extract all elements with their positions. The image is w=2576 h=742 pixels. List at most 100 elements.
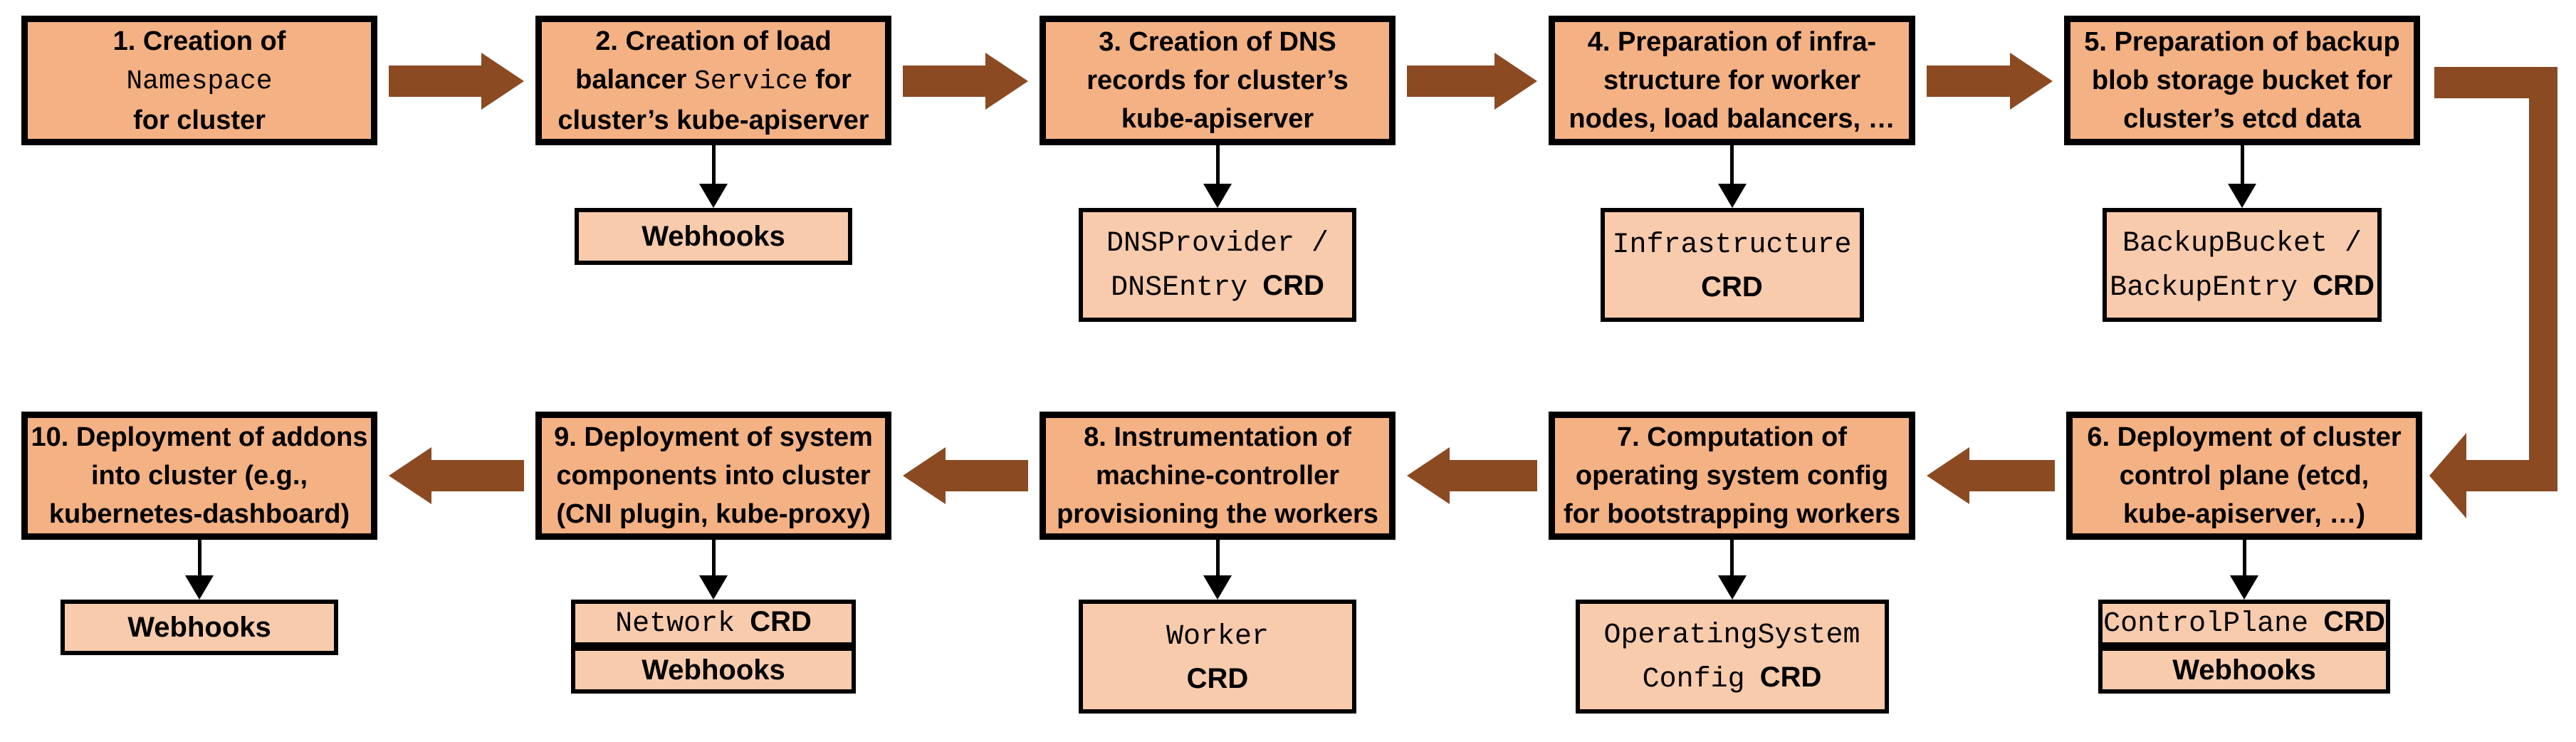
step-7-crd-text: CRD [1752,662,1822,693]
step-1-title-text: Namespace [126,66,273,97]
step-3-title-text: kube-apiserver [1121,104,1314,134]
step-1-title-line: for cluster [133,101,266,140]
step-5-crd-text: BackupEntry [2110,272,2298,304]
step-6-title-line: kube-apiserver, …) [2123,495,2365,533]
step-6-webhooks-text: Webhooks [2172,654,2316,686]
step-10-webhooks-line: Webhooks [127,607,271,648]
step-9-title-line: 9. Deployment of system [554,418,873,456]
step-4-box: 4. Preparation of infra-structure for wo… [1549,16,1915,145]
step-9-crd-text: Network [615,608,735,640]
step-9-webhooks-box: Webhooks [571,647,856,694]
step-3-crd-text: DNSEntry [1111,272,1248,304]
down-connector-line [1215,540,1220,578]
flow-arrow-left-4-head-icon [389,447,431,504]
step-2-title-line: cluster’s kube-apiserver [557,101,869,140]
step-2-title-text: cluster’s kube-apiserver [557,105,869,135]
step-8-crd-text: CRD [1186,663,1249,694]
step-9-webhooks-text: Webhooks [642,654,785,686]
step-7-crd-text: Config [1642,664,1745,696]
step-3-title-text: 3. Creation of DNS [1099,27,1336,57]
step-7-crd-line: Config CRD [1643,657,1822,701]
step-8-title-text: provisioning the workers [1057,499,1378,529]
step-3-title-line: 3. Creation of DNS [1099,23,1336,61]
step-2-title-text: balancer [575,64,694,95]
step-2-title-text: for [807,64,852,95]
down-connector-line [711,145,716,187]
step-6-crd-line: ControlPlane CRD [2103,601,2385,645]
step-4-crd-line: CRD [1701,266,1763,308]
flow-arrow-right-4-shaft [1927,66,2011,97]
step-6-webhooks-line: Webhooks [2172,649,2316,691]
step-3-crd-line: DNSProvider / [1106,221,1329,265]
step-8-title-line: provisioning the workers [1057,495,1378,533]
step-4-title-line: structure for worker [1603,61,1860,100]
step-9-crd-box: Network CRD [571,600,856,647]
flow-arrow-left-2-shaft [1448,460,1537,491]
step-10-title-line: 10. Deployment of addons [31,418,368,456]
step-8-title-line: 8. Instrumentation of [1084,418,1351,456]
step-8-title-line: machine-controller [1096,456,1339,495]
elbow-arrow-bottom-segment [2464,460,2557,491]
flow-arrow-right-3-shaft [1407,66,1496,97]
step-10-title-text: 10. Deployment of addons [31,422,368,452]
down-connector-line [1215,145,1220,187]
flow-arrow-left-3-head-icon [903,447,946,504]
step-10-title-line: into cluster (e.g., [91,456,308,495]
step-5-title-line: cluster’s etcd data [2123,100,2361,138]
step-9-title-text: (CNI plugin, kube-proxy) [556,499,871,529]
step-3-title-line: records for cluster’s [1087,61,1348,100]
step-10-box: 10. Deployment of addons into cluster (e.… [21,412,377,540]
step-4-crd-text: CRD [1701,271,1763,303]
step-2-title-line: 2. Creation of load [595,22,831,61]
step-5-title-text: blob storage bucket for [2091,66,2393,95]
step-5-title-line: blob storage bucket for [2092,61,2392,100]
down-arrowhead-icon [185,575,214,600]
step-5-crd-text: BackupBucket / [2122,228,2362,260]
step-5-box: 5. Preparation of backup blob storage buc… [2064,16,2420,145]
step-3-title-text: records for cluster’s [1087,66,1349,95]
step-7-crd-line: OperatingSystem [1603,612,1860,657]
flow-arrow-left-4-shaft [430,460,524,491]
step-10-webhooks-box: Webhooks [61,600,338,655]
step-5-crd-text: CRD [2305,270,2375,301]
step-6-crd-text: CRD [2315,606,2385,637]
step-6-title-text: 6. Deployment of cluster [2087,422,2402,452]
flow-arrow-left-1-head-icon [1927,447,1969,504]
step-2-box: 2. Creation of load balancer Service for c… [535,16,891,145]
step-4-title-text: nodes, load balancers, … [1569,104,1895,134]
step-8-title-text: 8. Instrumentation of [1084,422,1351,452]
step-1-box: 1. Creation of Namespace for cluster [21,16,377,145]
step-6-title-text: control plane (etcd, [2119,461,2370,491]
flow-arrow-right-1-shaft [389,66,483,97]
step-9-webhooks-line: Webhooks [642,649,785,691]
step-2-webhooks-box: Webhooks [575,208,852,265]
flow-arrow-left-2-head-icon [1407,447,1450,504]
step-1-title-text: 1. Creation of [112,26,286,56]
step-3-crd-text: CRD [1255,270,1324,301]
step-2-title-text: 2. Creation of load [595,26,832,56]
step-8-crd-line: CRD [1187,658,1249,699]
down-arrowhead-icon [2228,184,2256,208]
step-5-title-text: 5. Preparation of backup [2084,27,2400,57]
step-10-webhooks-text: Webhooks [127,612,271,643]
step-5-crd-line: BackupBucket / [2122,221,2362,265]
down-connector-line [711,540,716,578]
down-arrowhead-icon [1717,184,1747,208]
step-9-title-text: components into cluster [556,461,871,491]
flow-arrow-left-3-shaft [944,460,1028,491]
step-4-title-line: 4. Preparation of infra- [1588,23,1876,61]
step-9-crd-text: CRD [742,606,812,637]
step-8-title-text: machine-controller [1095,461,1340,491]
step-6-title-line: 6. Deployment of cluster [2087,418,2401,456]
step-7-title-text: operating system config [1575,461,1889,491]
down-connector-line [1730,145,1734,187]
step-1-title-line: 1. Creation of [113,22,286,61]
elbow-arrow-vertical-segment [2529,67,2557,491]
step-9-title-line: components into cluster [556,456,870,495]
step-8-crd-text: Worker [1166,621,1269,653]
step-2-title-text: Service [694,66,808,97]
down-arrowhead-icon [1717,575,1747,600]
